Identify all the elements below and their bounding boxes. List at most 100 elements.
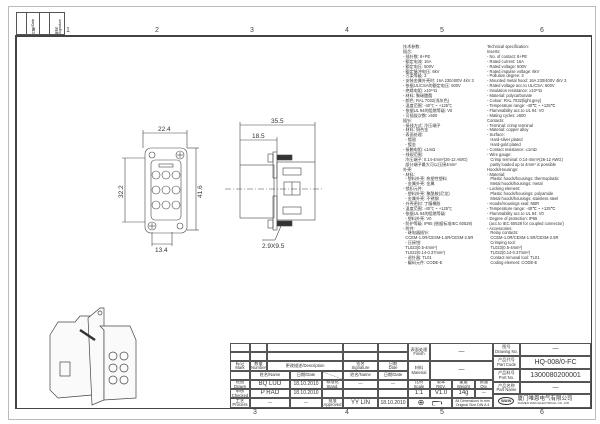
spec-line: Crimp terminal: 0.14-4mm²(26-12 AWG): [487, 156, 563, 162]
spec-line: Contacts:: [487, 117, 505, 123]
column-number: 4: [345, 409, 349, 416]
column-number: 5: [440, 409, 444, 416]
contact-pin: [171, 170, 181, 180]
column-number: 6: [540, 409, 544, 416]
contact-pin: [171, 185, 181, 195]
contact-pin: [161, 185, 171, 195]
spec-line: partly loaded up to 4mm² is possible: [487, 161, 556, 167]
company-name-en: XIAMEN WAIN ELECTRICAL CO.,LTD: [517, 401, 570, 406]
spec-line: TL022(0.14-0.37mm²): [487, 250, 531, 256]
spec-line: - 温度范围: -40℃ ~ +125℃: [403, 205, 453, 211]
spec-line: - 退针器: TL01: [403, 254, 432, 260]
spec-line: - Wire gauge:: [487, 151, 512, 157]
spec-line: - 防护等级: IP65 (依据标准IEC 60529): [403, 220, 473, 226]
spec-line: - Rated voltage: 500V: [487, 63, 527, 69]
spec-line: - Insulation resistance: ≥10¹⁰Ω: [487, 88, 542, 94]
scale-label: 比例 Scale: [408, 380, 430, 389]
drawing-no-value: —: [520, 343, 591, 356]
description-header: 更改描述/Description: [267, 361, 343, 371]
sheet-inner-border: [15, 35, 592, 409]
spec-line: - 塑料外壳: 热塑性塑料: [403, 176, 447, 182]
side-view: [225, 122, 322, 241]
spec-line: - 金属外壳: 金属: [403, 181, 435, 187]
drawn-label: 绘图 Drawn: [230, 380, 250, 389]
sheet-outer-border: [8, 6, 596, 420]
spec-line: - 安装金属外壳时: 16A 230/400V 4kV 3: [403, 78, 474, 84]
spec-line: CCEM-1.0R/CESM-1.5R/CESM-2.5R: [487, 235, 559, 241]
material-label: 材料 Material: [408, 361, 430, 380]
spec-line: - Contact resistance: ≤1mΩ: [487, 147, 537, 153]
spec-line: - Mating cycles: ≥500: [487, 112, 526, 118]
company-name-cn: 厦门唯恩电气有限公司: [517, 396, 573, 403]
contact-pin: [161, 200, 171, 210]
spec-line: TL023(0.5-4mm²): [487, 245, 523, 251]
dim-width: 22.4: [158, 126, 171, 133]
spec-line: - Degree of protection: IP65: [487, 215, 538, 221]
spec-line: - 依据UL 94的阻燃等级:: [403, 210, 447, 216]
process-label: 工艺 Process: [230, 398, 250, 408]
company-logo: WAIN: [498, 396, 515, 406]
screw-size-label: 2.9X9.5: [262, 243, 285, 250]
date-header: 日期/Date: [378, 371, 408, 380]
spec-line: - 污染等级: 3: [403, 73, 427, 79]
rev-label: 版本 REV.: [430, 380, 452, 389]
stand-date: —: [378, 380, 408, 389]
spec-line: - 额定电流: 16A: [403, 58, 432, 64]
spec-line: - Rated voltage acc.to UL/CSA: 600V: [487, 83, 555, 89]
part-name-value: —: [520, 382, 591, 394]
material-value: —: [430, 361, 493, 380]
corner-table: 日期/Date 签名 Signature: [16, 12, 65, 35]
spec-line: Technical specification:: [487, 44, 529, 49]
spec-line: Hard-silver plated: [487, 137, 523, 143]
spec-line: - 镀金: [403, 142, 416, 148]
spec-line: Hard-gold plated: [487, 142, 521, 148]
process-date: —: [290, 398, 322, 408]
name-header: 姓名/Name: [250, 371, 290, 380]
scale-value: 1:1: [408, 389, 430, 398]
spec-line: Inserts:: [487, 48, 501, 54]
spec-line: - 依据UL/CSA的额定电压: 600V: [403, 83, 461, 89]
contact-pin: [151, 185, 161, 195]
date-header: 日期/Date: [290, 371, 322, 380]
spec-line: - 可插拔次数: ≥500: [403, 112, 438, 118]
dim-bottom: 13.4: [155, 247, 168, 254]
spec-line: - 接线方式: 冷压端子: [403, 122, 441, 128]
spec-line: Metal hoods/housings: metal: [487, 181, 543, 187]
spec-line: Crimping tool:: [487, 240, 516, 246]
part-code-label: 产品代号 Part Code: [493, 356, 520, 369]
spec-line: - 外壳密封: 丁腈橡胶: [403, 201, 441, 206]
spec-line: - Flammability acc.to UL 94: V0: [487, 210, 544, 216]
spec-line: - 材料:: [403, 171, 415, 177]
spec-line: - 镀银: [403, 137, 416, 143]
part-no-label: 产品料号 Port No.: [493, 369, 520, 382]
date-header: 日期 Date: [378, 361, 408, 371]
part-code-value: HQ-008/0-FC: [520, 356, 591, 369]
checked-label: 审核 Checked: [230, 389, 250, 398]
spec-line: Plastic hoods/housings: thermoplastic: [487, 176, 559, 182]
spec-line: - Accessories:: [487, 225, 513, 231]
dimensions-note: All Dimensions in mm Original Size DIN A…: [452, 398, 493, 408]
spec-line: - 颜色: RAL 7032(浅灰色): [403, 97, 450, 103]
spec-line: - 依据UL 94的阻燃等级: V0: [403, 107, 453, 113]
spec-line: - 压接钳:: [403, 240, 422, 246]
spec-line: 技术参数:: [403, 44, 421, 49]
spec-line: 冷压端子: 0.14-4mm²(26-12 AWG): [403, 156, 468, 162]
mark-header: 标记 Mark: [230, 361, 250, 371]
process-name: —: [250, 398, 290, 408]
spec-line: - 接触电阻: ≤1mΩ: [403, 147, 436, 153]
spec-line: - 额定电压: 500V: [403, 63, 434, 69]
column-number: 4: [345, 27, 349, 34]
column-number: 6: [540, 27, 544, 34]
spec-line: Relay contacts:: [487, 230, 519, 236]
spec-line: Metal hoods/housings: stainless steel: [487, 196, 559, 202]
approved-date: 18.10.2010: [378, 398, 408, 408]
spec-line: - Material: polycarbonate: [487, 93, 533, 99]
spec-line: - 线规范围:: [403, 151, 424, 157]
stand-label: 标准化 Stand.: [322, 380, 343, 389]
spec-line: - Mounted metal hood: 16A 230/400V 4kV 3: [487, 78, 567, 84]
dim-inner-height: 32.2: [118, 185, 125, 198]
rev-value: V1.0: [430, 389, 452, 398]
spec-line: - Rated current: 16A: [487, 58, 524, 64]
